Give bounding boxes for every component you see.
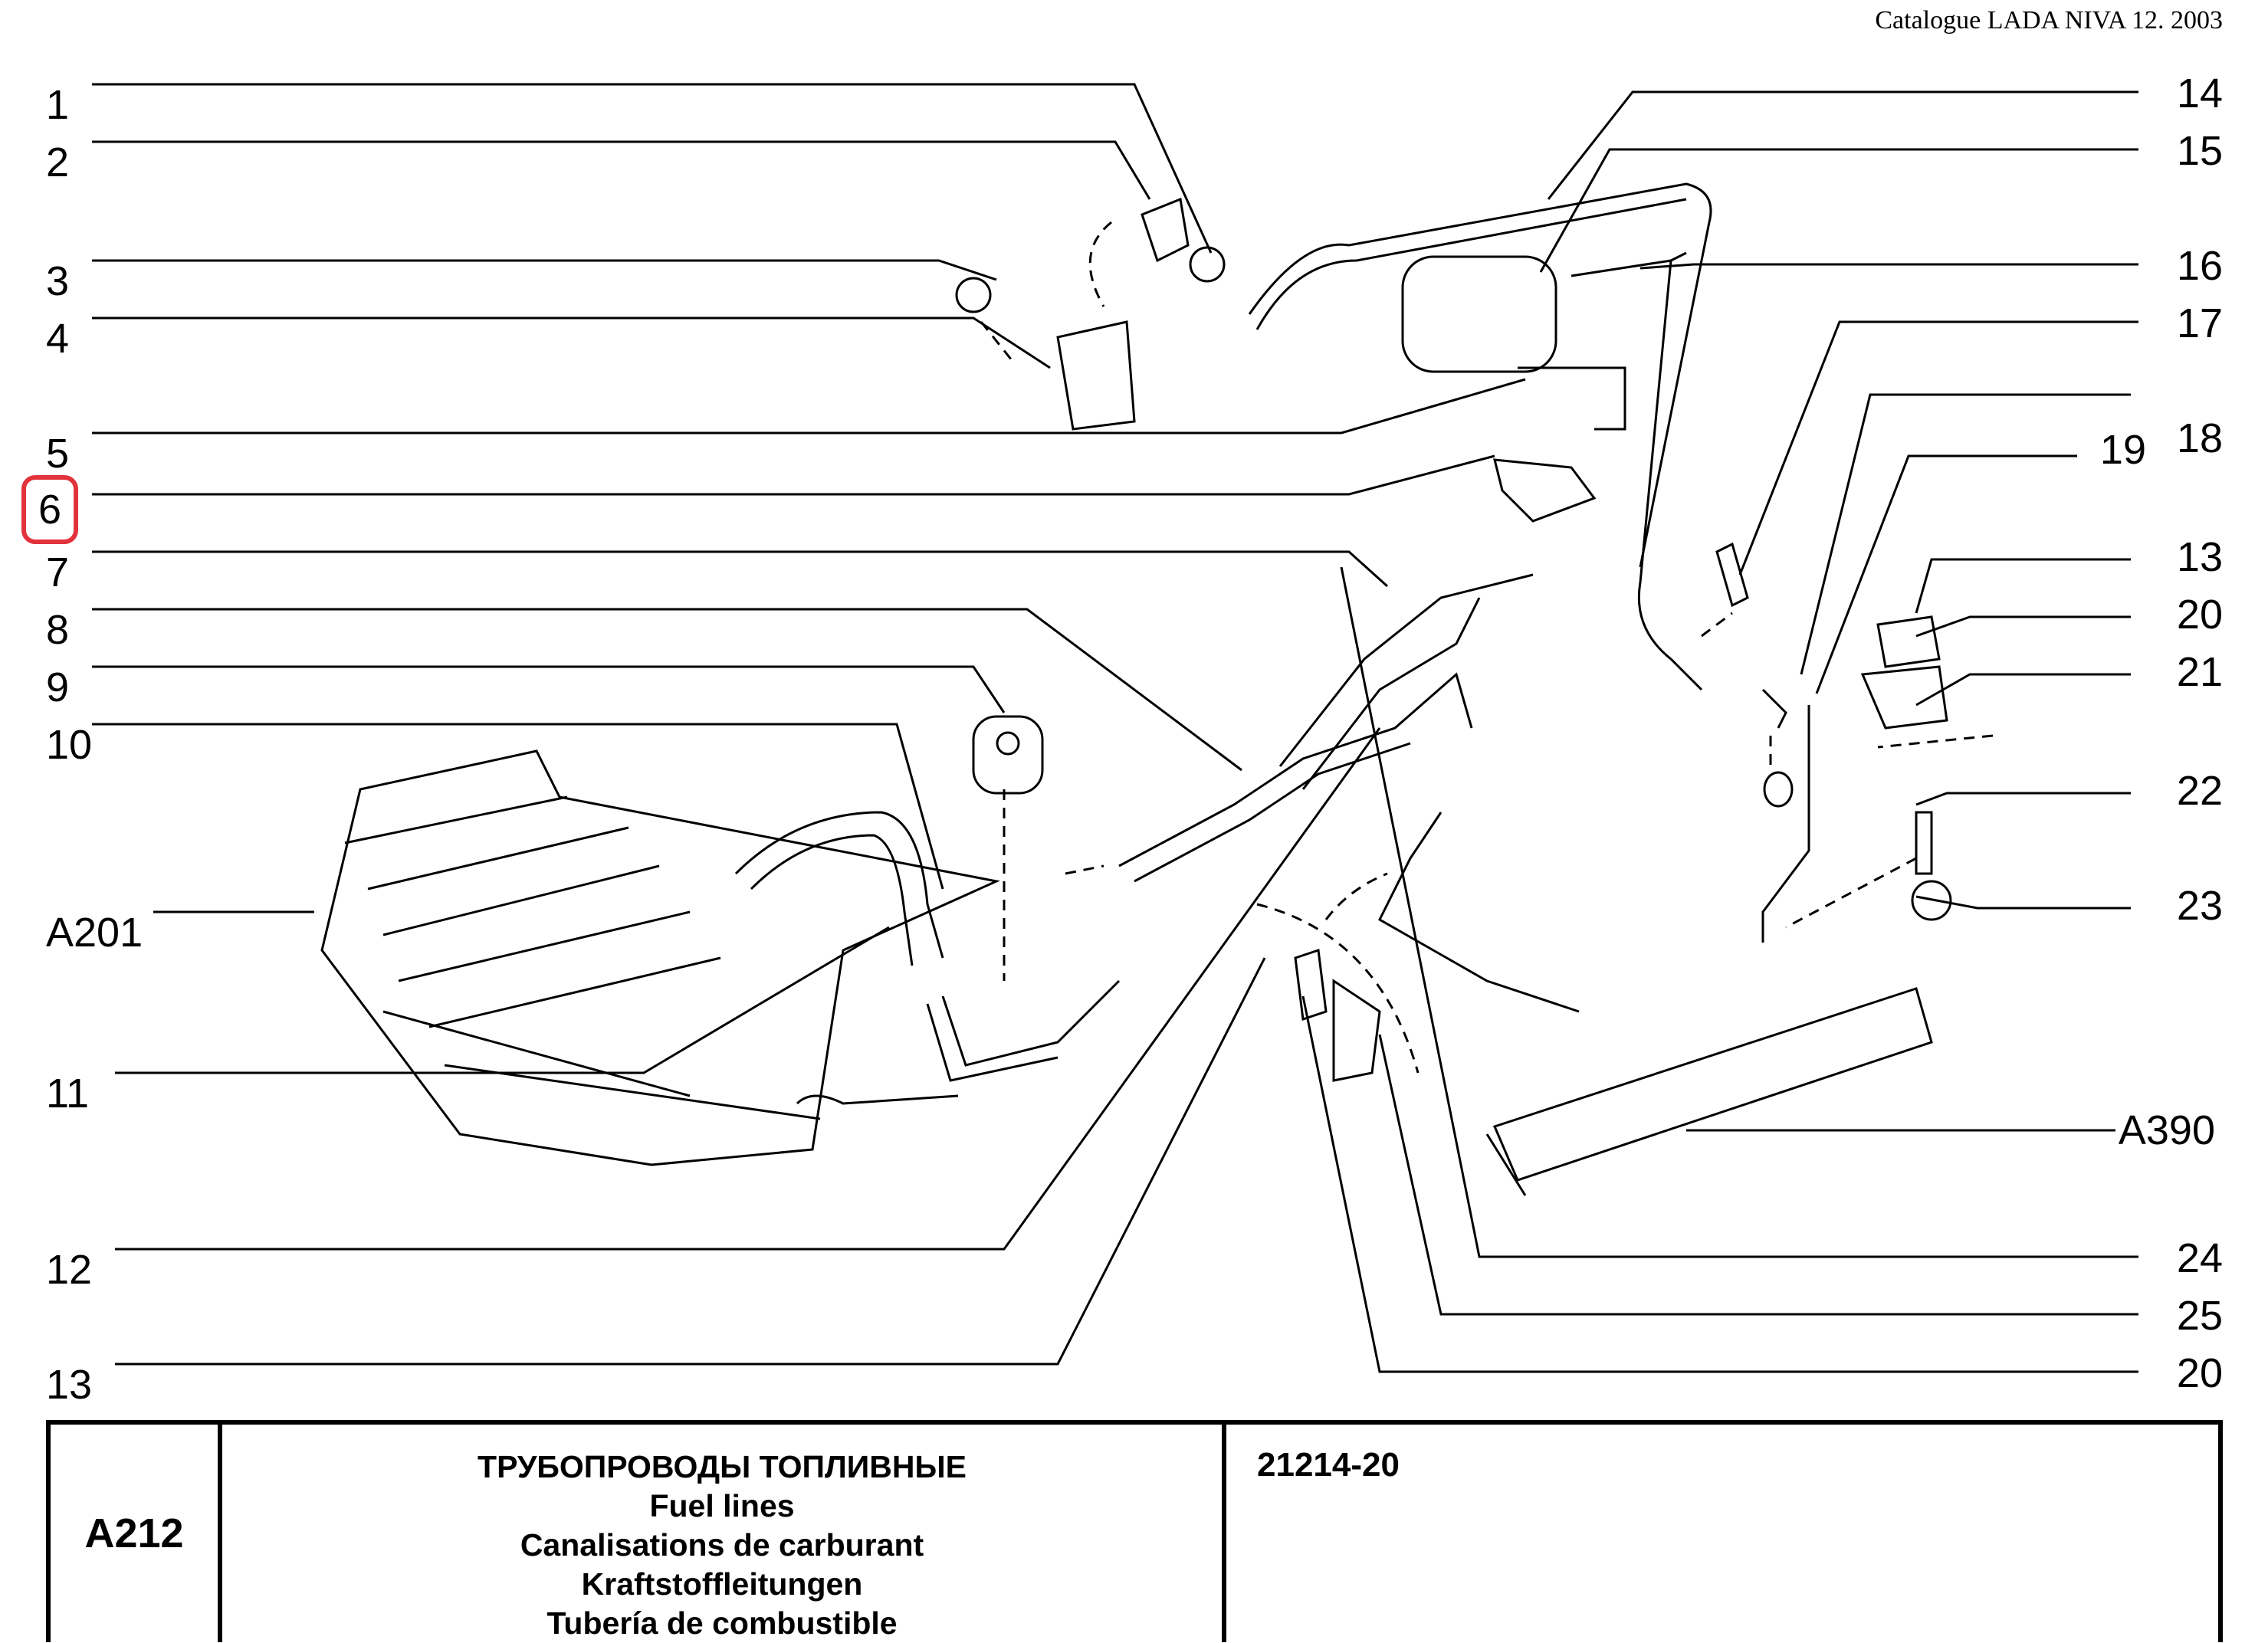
callout-15: 15: [2176, 128, 2223, 174]
callout-24: 24: [2176, 1235, 2223, 1281]
section-names: ТРУБОПРОВОДЫ ТОПЛИВНЫЕ Fuel lines Canali…: [222, 1425, 1226, 1642]
name-fr: Canalisations de carburant: [520, 1527, 924, 1563]
callout-25: 25: [2176, 1293, 2223, 1339]
callout-20-lower: 20: [2176, 1350, 2223, 1396]
model-code: 21214-20: [1257, 1446, 1400, 1484]
callout-13-right: 13: [2176, 534, 2223, 580]
name-ru: ТРУБОПРОВОДЫ ТОПЛИВНЫЕ: [478, 1449, 967, 1484]
callout-13-left: 13: [46, 1362, 93, 1408]
callout-19: 19: [2099, 427, 2146, 473]
callout-17: 17: [2176, 300, 2223, 346]
callout-9: 9: [46, 664, 70, 710]
section-code: A212: [51, 1425, 222, 1642]
callout-12: 12: [46, 1247, 93, 1293]
catalogue-header: Catalogue LADA NIVA 12. 2003: [1875, 6, 2223, 34]
callout-22: 22: [2176, 768, 2223, 814]
name-de: Kraftstoffleitungen: [581, 1566, 863, 1602]
callout-6-highlighted[interactable]: 6: [21, 475, 79, 544]
callout-8: 8: [46, 607, 70, 653]
callout-1: 1: [46, 82, 70, 128]
callout-11: 11: [46, 1071, 90, 1117]
callout-10: 10: [46, 722, 93, 768]
callout-20-upper: 20: [2176, 592, 2223, 638]
callout-5: 5: [46, 431, 70, 477]
title-block: A212 ТРУБОПРОВОДЫ ТОПЛИВНЫЕ Fuel lines C…: [46, 1420, 2223, 1642]
callout-16: 16: [2176, 243, 2223, 289]
callout-3: 3: [46, 258, 70, 304]
callout-a201: A201: [46, 910, 143, 956]
callout-14: 14: [2176, 71, 2223, 116]
callout-7: 7: [46, 549, 70, 595]
callout-a390: A390: [2118, 1107, 2215, 1153]
callout-21: 21: [2176, 649, 2223, 695]
name-en: Fuel lines: [649, 1488, 795, 1523]
callout-18: 18: [2176, 415, 2223, 461]
name-es: Tubería de combustible: [546, 1605, 898, 1641]
callout-23: 23: [2176, 883, 2223, 929]
callout-4: 4: [46, 316, 70, 362]
callout-2: 2: [46, 139, 70, 185]
